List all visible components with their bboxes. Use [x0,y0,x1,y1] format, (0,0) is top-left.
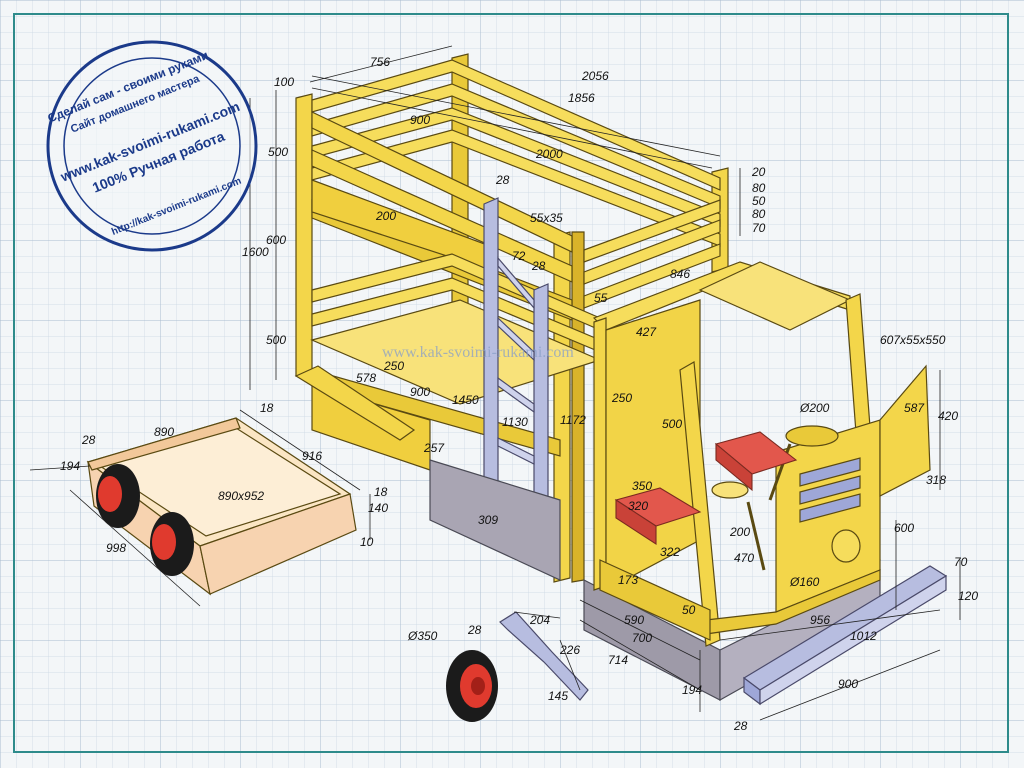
dim-28-e: 28 [733,719,748,733]
dim-28-a: 28 [495,173,510,187]
dim-1450: 1450 [452,393,479,407]
dim-956: 956 [810,613,830,627]
dim-318: 318 [926,473,946,487]
watermark: www.kak-svoimi-rukami.com [382,344,574,361]
dim-890x952: 890x952 [218,489,264,503]
dim-80-b: 80 [752,207,766,221]
dim-350: 350 [632,479,652,493]
dim-226: 226 [559,643,580,657]
dim-20: 20 [751,165,766,179]
dimension-labels: 756 2056 1856 100 900 500 2000 20 80 50 … [60,55,978,733]
dim-250-b: 250 [611,391,632,405]
dim-420: 420 [938,409,958,423]
dim-900-mid: 900 [410,385,430,399]
dim-250-a: 250 [383,359,404,373]
dim-28-b: 28 [531,259,546,273]
bunk-frame [294,53,729,583]
dim-1856: 1856 [568,91,595,105]
dim-10: 10 [360,535,374,549]
dim-500-cab: 500 [662,417,682,431]
dim-145: 145 [548,689,568,703]
front-bumper [742,565,948,706]
dim-600-b: 600 [894,521,914,535]
dim-50: 50 [752,194,766,208]
dim-dia-160: Ø160 [789,575,820,589]
dim-500-mid: 500 [266,333,286,347]
dim-1172: 1172 [560,413,586,427]
dim-900-top: 900 [410,113,430,127]
dim-500-top: 500 [268,145,288,159]
dim-2056: 2056 [581,69,609,83]
dim-2000: 2000 [535,147,563,161]
ladder [483,197,549,535]
dim-587: 587 [904,401,925,415]
dim-756: 756 [370,55,390,69]
dim-70-a: 70 [752,221,766,235]
dim-470: 470 [734,551,754,565]
outer-frame [13,13,1009,753]
dim-55x35: 55x35 [530,211,563,225]
dim-578: 578 [356,371,376,385]
dim-257: 257 [423,441,445,455]
truck-seats [614,431,798,546]
dim-72: 72 [512,249,526,263]
dim-200-c: 200 [729,525,750,539]
dim-700: 700 [632,631,652,645]
dim-714: 714 [608,653,628,667]
dim-322: 322 [660,545,680,559]
dim-55: 55 [594,291,608,305]
dim-427: 427 [636,325,657,339]
dim-194-b: 194 [682,683,702,697]
drawer-wheels [96,464,194,576]
axle-bracket [499,611,589,701]
dim-173: 173 [618,573,638,587]
dimension-lines [29,45,961,721]
dim-100: 100 [274,75,294,89]
dim-890: 890 [154,425,174,439]
dim-dia-350: Ø350 [407,629,438,643]
dim-28-d: 28 [467,623,482,637]
dim-120: 120 [958,589,978,603]
dim-900-bottom: 900 [838,677,858,691]
dim-600-a: 600 [266,233,286,247]
dim-1130: 1130 [502,415,528,429]
dim-dia-200: Ø200 [799,401,830,415]
dim-846: 846 [670,267,690,281]
site-stamp: Сделай сам - своими руками Сайт домашнег… [46,40,258,252]
dim-1600: 1600 [242,245,269,259]
dim-18-b: 18 [374,485,388,499]
dim-140: 140 [368,501,388,515]
dim-309: 309 [478,513,498,527]
dim-200-a: 200 [375,209,396,223]
dim-50-b: 50 [682,603,696,617]
dim-28-c: 28 [81,433,96,447]
dim-998: 998 [106,541,126,555]
dim-204: 204 [529,613,550,627]
dim-607x55x550: 607x55x550 [880,333,946,347]
dim-916: 916 [302,449,322,463]
dim-320: 320 [628,499,648,513]
dim-18-a: 18 [260,401,274,415]
dim-590: 590 [624,613,644,627]
dim-1012: 1012 [850,629,877,643]
dim-194-a: 194 [60,459,80,473]
truck-base [429,459,881,702]
dim-80-a: 80 [752,181,766,195]
loose-wheel [446,650,498,722]
dim-70-b: 70 [954,555,968,569]
